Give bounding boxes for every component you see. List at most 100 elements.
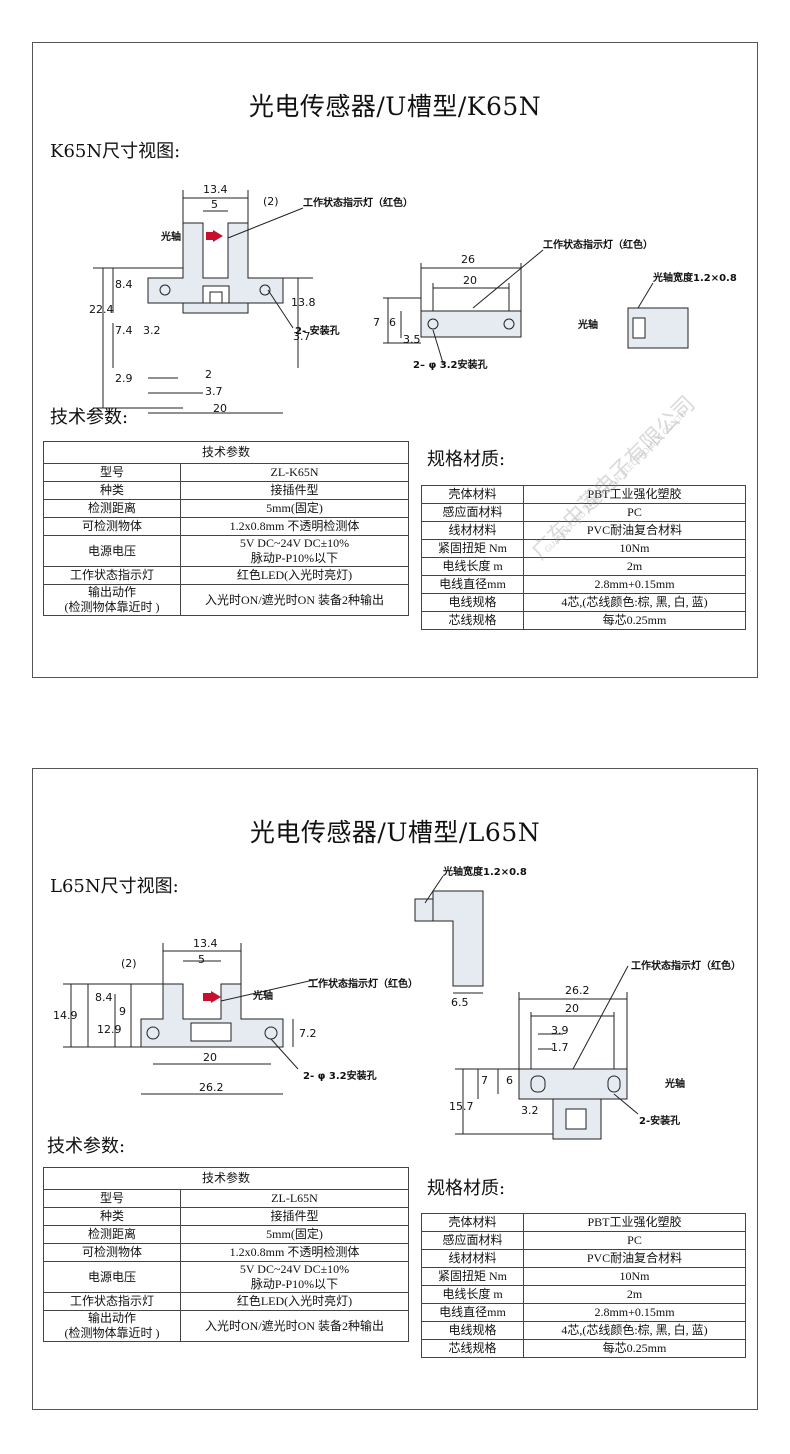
- table-cell: 紧固扭矩 Nm: [421, 1267, 524, 1286]
- table-cell: PVC耐油复合材料: [523, 521, 746, 540]
- table-cell: 1.2x0.8mm 不透明检测体: [180, 1243, 409, 1262]
- table-cell: 5V DC~24V DC±10%脉动P-P10%以下: [180, 535, 409, 567]
- table-cell: 2m: [523, 1285, 746, 1304]
- side-dim-6: 6: [506, 1074, 513, 1087]
- dim-5: 5: [211, 198, 218, 211]
- table-cell: PBT工业强化塑胶: [523, 485, 746, 504]
- dim-5: 5: [198, 953, 205, 966]
- table-cell: 紧固扭矩 Nm: [421, 539, 524, 558]
- dim-22-4: 22.4: [89, 303, 114, 316]
- material-heading: 规格材质:: [427, 1178, 506, 1199]
- table-cell: PBT工业强化塑胶: [523, 1213, 746, 1232]
- table-cell: 4芯,(芯线颜色:棕, 黑, 白, 蓝): [523, 1321, 746, 1340]
- label-led: 工作状态指示灯（红色）: [303, 196, 413, 209]
- table-cell: 入光时ON/遮光时ON 装备2种输出: [180, 584, 409, 616]
- side-label-mount: 2-安装孔: [639, 1114, 680, 1127]
- table-cell: 输出动作(检测物体靠近时 ): [43, 584, 181, 616]
- dim-26-2: 26.2: [199, 1081, 224, 1094]
- table-cell: 红色LED(入光时亮灯): [180, 566, 409, 585]
- dim-20: 20: [213, 402, 227, 415]
- side-dim-3-5: 3.5: [403, 333, 421, 346]
- table-cell: 2m: [523, 557, 746, 576]
- view-heading: L65N尺寸视图:: [50, 876, 179, 897]
- dim-3-2: 3.2: [143, 324, 161, 337]
- side-dim-3-2: 3.2: [521, 1104, 539, 1117]
- dim-3-7-right: 3.7: [293, 330, 311, 343]
- table-cell: 接插件型: [180, 481, 409, 500]
- dim-13-4: 13.4: [203, 183, 228, 196]
- panel-k65n: 光电传感器/U槽型/K65N K65N尺寸视图:: [32, 42, 758, 678]
- table-row: 输出动作(检测物体靠近时 )入光时ON/遮光时ON 装备2种输出: [43, 584, 409, 616]
- table-cell: 电线规格: [421, 1321, 524, 1340]
- table-cell: 芯线规格: [421, 611, 524, 630]
- table-cell: 电源电压: [43, 1261, 181, 1293]
- table-cell: 可检测物体: [43, 517, 181, 536]
- dim-8-4: 8.4: [95, 991, 113, 1004]
- table-cell: 2.8mm+0.15mm: [523, 1303, 746, 1322]
- params-header: 技术参数: [43, 441, 409, 464]
- table-cell: ZL-L65N: [180, 1189, 409, 1208]
- dim-2-9: 2.9: [115, 372, 133, 385]
- dim-12-9: 12.9: [97, 1023, 122, 1036]
- side-dim-26: 26: [461, 253, 475, 266]
- table-cell: 种类: [43, 1207, 181, 1226]
- table-cell: 电线长度 m: [421, 557, 524, 576]
- table-cell: 5mm(固定): [180, 1225, 409, 1244]
- side-dim-15-7: 15.7: [449, 1100, 474, 1113]
- table-cell: 电线直径mm: [421, 575, 524, 594]
- page-title: 光电传感器/U槽型/L65N: [249, 818, 541, 847]
- dim-20: 20: [203, 1051, 217, 1064]
- table-cell: 红色LED(入光时亮灯): [180, 1292, 409, 1311]
- side-dim-3-9: 3.9: [551, 1024, 569, 1037]
- dim-2: (2): [121, 957, 137, 970]
- table-cell: 可检测物体: [43, 1243, 181, 1262]
- table-row: 芯线规格每芯0.25mm: [421, 1339, 746, 1358]
- label-mount-hole: 2- φ 3.2安装孔: [303, 1069, 377, 1082]
- side-dim-20: 20: [565, 1002, 579, 1015]
- tech-heading: 技术参数:: [50, 407, 129, 428]
- table-cell: 线材材料: [421, 521, 524, 540]
- table-cell: 5mm(固定): [180, 499, 409, 518]
- table-cell: 型号: [43, 463, 181, 482]
- table-row: 种类接插件型: [43, 1207, 409, 1226]
- side-label-axis: 光轴: [577, 318, 598, 331]
- side-dim-6: 6: [389, 316, 396, 329]
- side-label-led: 工作状态指示灯（红色）: [543, 238, 653, 251]
- tech-heading: 技术参数:: [47, 1136, 126, 1157]
- dim-2: (2): [263, 195, 279, 208]
- table-cell: PC: [523, 1231, 746, 1250]
- dim-7-4: 7.4: [115, 324, 133, 337]
- side-dim-7: 7: [481, 1074, 488, 1087]
- side-dim-1-7: 1.7: [551, 1041, 569, 1054]
- table-cell: 线材材料: [421, 1249, 524, 1268]
- side-view-drawing: 26.2 20 3.9 1.7 7 6 15.7 3.2 工作状态指示灯（红色）…: [449, 959, 741, 1140]
- dim-3-7-bottom: 3.7: [205, 385, 223, 398]
- dim-13-8: 13.8: [291, 296, 316, 309]
- table-row: 工作状态指示灯红色LED(入光时亮灯): [43, 566, 409, 585]
- table-cell: 工作状态指示灯: [43, 1292, 181, 1311]
- page-title: 光电传感器/U槽型/K65N: [248, 92, 542, 121]
- table-row: 工作状态指示灯红色LED(入光时亮灯): [43, 1292, 409, 1311]
- label-led: 工作状态指示灯（红色）: [308, 977, 418, 990]
- detail-label-axis-width: 光轴宽度1.2×0.8: [442, 865, 527, 878]
- table-cell: 检测距离: [43, 1225, 181, 1244]
- side-dim-7: 7: [373, 316, 380, 329]
- table-row: 输出动作(检测物体靠近时 )入光时ON/遮光时ON 装备2种输出: [43, 1310, 409, 1342]
